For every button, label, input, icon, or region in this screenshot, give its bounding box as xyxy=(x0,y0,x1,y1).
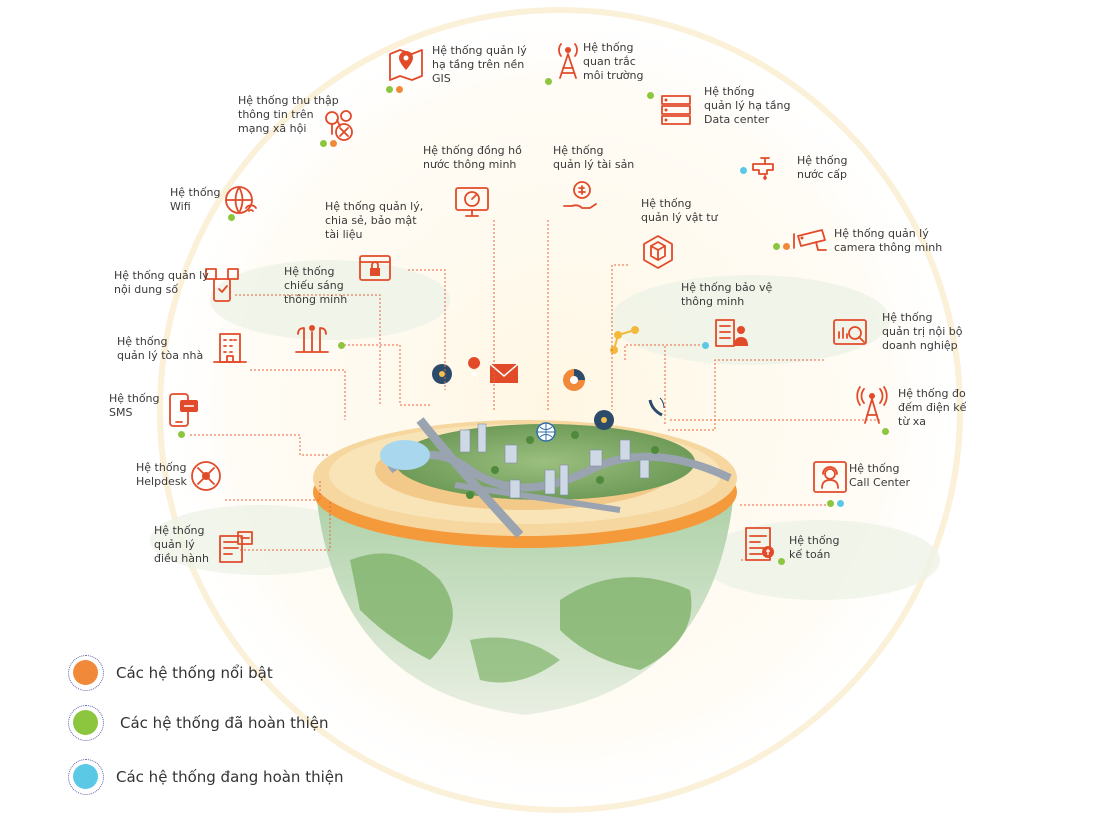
system-label-security: Hệ thống bảo vệ thông minh xyxy=(681,281,773,308)
system-label-callcenter: Hệ thống Call Center xyxy=(849,462,911,489)
antenna-tower-icon xyxy=(548,40,588,80)
world-map-texture xyxy=(150,260,940,600)
status-dot-green xyxy=(320,140,327,147)
status-dots-dc xyxy=(647,92,657,101)
system-label-env: Hệ thống quan trắc môi trường xyxy=(583,41,644,82)
system-label-social: Hệ thống thu thập thông tin trên mạng xã… xyxy=(238,94,339,135)
status-dot-green xyxy=(228,214,235,221)
map-pin-icon xyxy=(386,44,426,84)
system-label-operation: Hệ thống quản lý điều hành xyxy=(154,524,209,565)
social-network-icon xyxy=(318,104,358,144)
floating-icons xyxy=(432,326,665,430)
guard-building-icon xyxy=(712,310,752,350)
system-label-accounting: Hệ thống kế toán xyxy=(789,534,840,561)
status-dots-gis xyxy=(386,86,406,95)
system-label-camera: Hệ thống quản lý camera thông minh xyxy=(834,227,943,254)
status-dots-meter xyxy=(882,428,892,437)
status-dots-water xyxy=(740,167,750,176)
signal-tower-icon xyxy=(852,385,892,425)
system-label-water_meter: Hệ thống đồng hồ nước thông minh xyxy=(423,144,522,171)
status-dot-green xyxy=(773,243,780,250)
call-center-icon xyxy=(810,458,850,498)
legend-green-dot xyxy=(68,705,104,741)
monitor-gauge-icon xyxy=(452,180,492,220)
connector-lines xyxy=(190,220,880,561)
legend-orange-dot xyxy=(68,655,104,691)
sms-phone-icon xyxy=(162,390,202,430)
status-dot-green xyxy=(882,428,889,435)
system-label-building: Hệ thống quản lý tòa nhà xyxy=(117,335,204,362)
legend-label-completed: Các hệ thống đã hoàn thiện xyxy=(120,714,329,732)
system-label-dc: Hệ thống quản lý hạ tầng Data center xyxy=(704,85,791,126)
chart-magnifier-icon xyxy=(830,314,870,354)
pie-chart-icon xyxy=(563,369,585,391)
status-dots-sms xyxy=(178,431,188,440)
status-dot-green xyxy=(338,342,345,349)
cd-disc-icon xyxy=(432,364,452,384)
system-label-water: Hệ thống nước cấp xyxy=(797,154,848,181)
status-dot-green xyxy=(178,431,185,438)
status-dots-callcenter xyxy=(827,500,847,509)
system-label-asset: Hệ thống quản lý tài sản xyxy=(553,144,635,171)
system-label-material: Hệ thống quản lý vật tư xyxy=(641,197,718,224)
operation-dashboard-icon xyxy=(216,528,256,568)
digital-content-icon xyxy=(202,265,242,305)
security-camera-icon xyxy=(792,222,832,262)
system-label-doc: Hệ thống quản lý, chia sẻ, bảo mật tài l… xyxy=(325,200,424,241)
status-dot-orange xyxy=(783,243,790,250)
status-dot-green xyxy=(647,92,654,99)
legend-label-featured: Các hệ thống nổi bật xyxy=(116,664,273,682)
status-dot-orange xyxy=(396,86,403,93)
status-dot-blue xyxy=(837,500,844,507)
status-dots-camera xyxy=(773,243,793,252)
street-light-icon xyxy=(292,316,332,356)
accounting-invoice-icon xyxy=(740,524,780,564)
status-dots-accounting xyxy=(778,558,788,567)
status-dots-light xyxy=(338,342,348,351)
status-dot-blue xyxy=(702,342,709,349)
share-nodes-icon xyxy=(610,326,639,354)
status-dot-blue xyxy=(740,167,747,174)
smart-city-model xyxy=(380,417,732,539)
system-label-helpdesk: Hệ thống Helpdesk xyxy=(136,461,187,488)
system-label-gis: Hệ thống quản lý hạ tầng trên nền GIS xyxy=(432,44,527,85)
box-hexagon-icon xyxy=(638,232,678,272)
background-ring xyxy=(157,7,963,813)
status-dots-social xyxy=(320,140,340,149)
water-tap-icon xyxy=(745,148,785,188)
status-dots-env xyxy=(545,78,555,87)
status-dot-green xyxy=(778,558,785,565)
helpdesk-tools-icon xyxy=(186,456,226,496)
wifi-globe-icon xyxy=(222,180,262,220)
legend-label-in-progress: Các hệ thống đang hoàn thiện xyxy=(116,768,344,786)
legend-blue-dot xyxy=(68,759,104,795)
system-label-light: Hệ thống chiếu sáng thông minh xyxy=(284,265,348,306)
mail-envelope-icon xyxy=(489,363,519,383)
system-label-wifi: Hệ thống Wifi xyxy=(170,186,221,213)
cd-disc-icon-2 xyxy=(594,410,614,430)
status-dots-wifi xyxy=(228,214,238,223)
status-dot-green xyxy=(827,500,834,507)
status-dots-security xyxy=(702,342,712,351)
system-label-sms: Hệ thống SMS xyxy=(109,392,160,419)
server-rack-icon xyxy=(656,90,696,130)
status-dot-green xyxy=(386,86,393,93)
hand-coin-icon xyxy=(560,178,600,218)
office-building-icon xyxy=(210,326,250,366)
location-pin-icon xyxy=(468,357,481,386)
secure-document-icon xyxy=(356,248,396,288)
system-label-meter: Hệ thống đo đếm điện kế từ xa xyxy=(898,387,967,428)
status-dot-green xyxy=(545,78,552,85)
system-label-enterprise: Hệ thống quản trị nội bộ doanh nghiệp xyxy=(882,311,963,352)
system-label-content: Hệ thống quản lý nội dung số xyxy=(114,269,209,296)
status-dot-orange xyxy=(330,140,337,147)
phone-wave-icon xyxy=(648,397,665,417)
